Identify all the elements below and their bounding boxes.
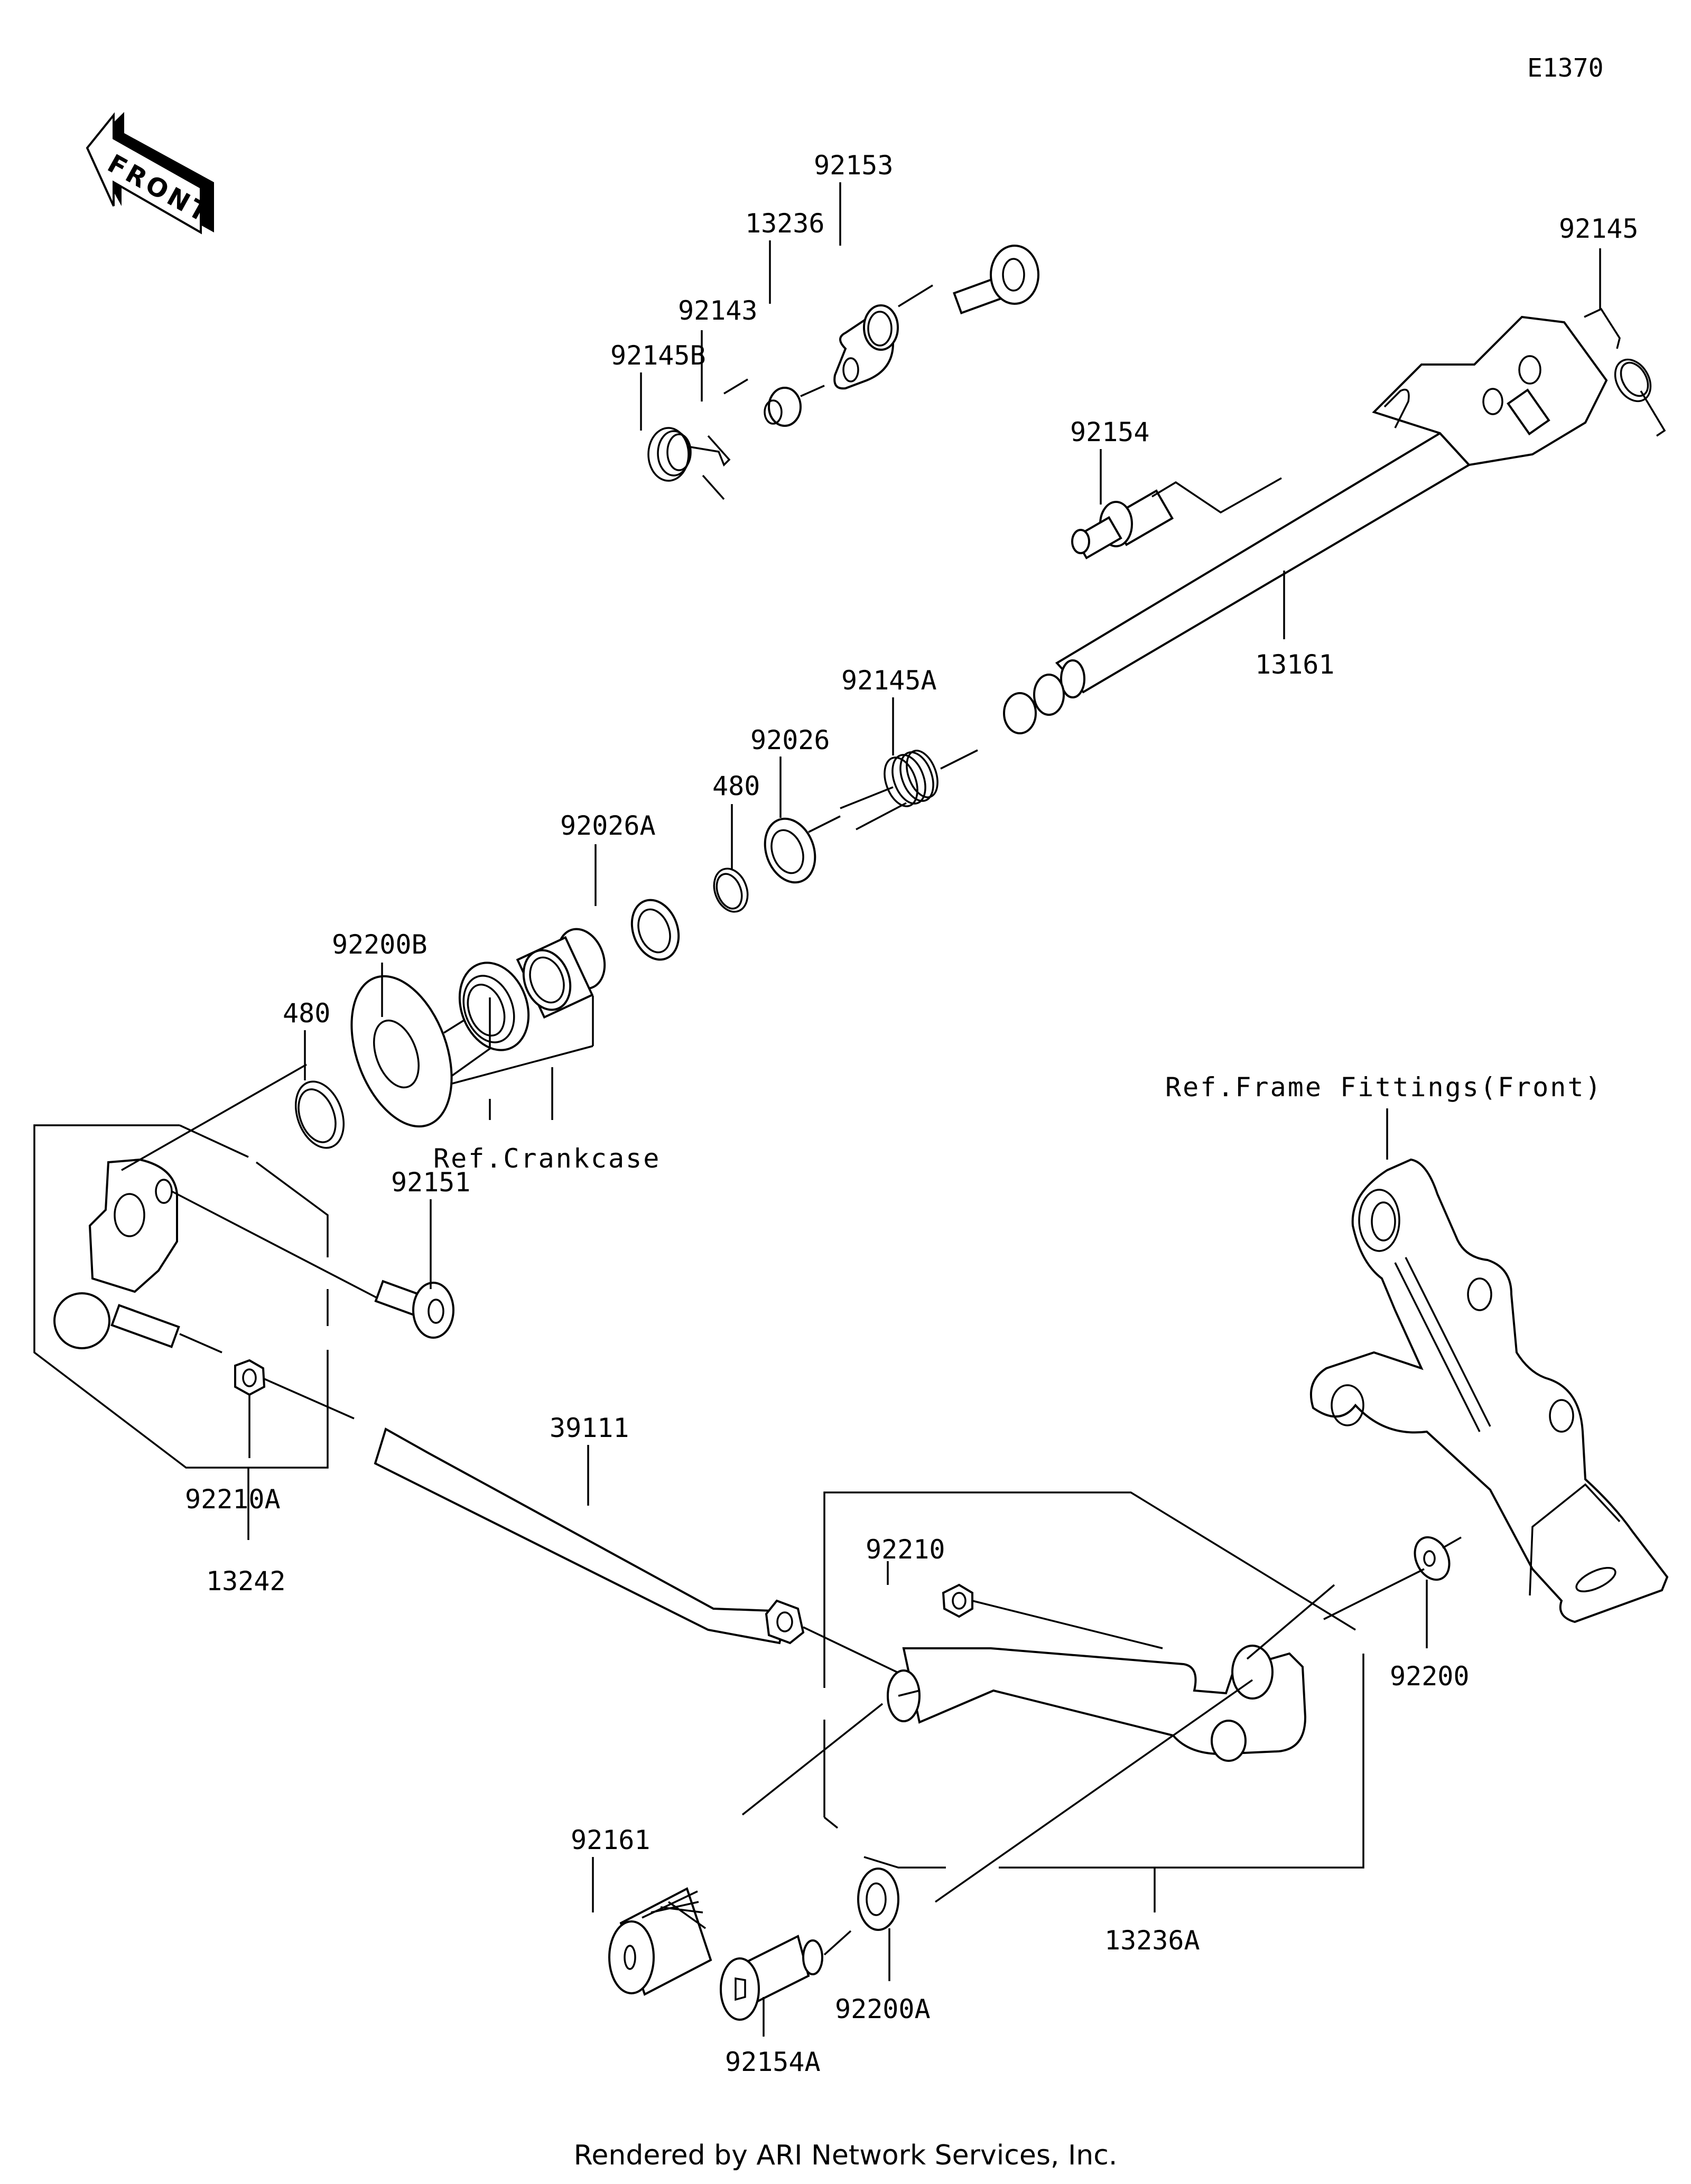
callout-92153: 92153 bbox=[814, 150, 894, 181]
part-shift-pedal bbox=[887, 1645, 1307, 1762]
callout-92200B: 92200B bbox=[332, 929, 428, 960]
callout-480-lower: 480 bbox=[283, 998, 330, 1029]
part-oil-seal bbox=[443, 962, 530, 1051]
callout-92151: 92151 bbox=[391, 1167, 471, 1198]
part-frame-fitting-front bbox=[1309, 1158, 1669, 1623]
part-92154A-pivot-bolt bbox=[720, 1935, 823, 2021]
front-arrow-icon: FRONT bbox=[86, 112, 216, 235]
callout-92145: 92145 bbox=[1559, 213, 1639, 244]
callout-480-upper: 480 bbox=[712, 771, 760, 801]
callout-92161: 92161 bbox=[571, 1825, 651, 1855]
render-credit: Rendered by ARI Network Services, Inc. bbox=[573, 2140, 1118, 2171]
part-13236-lever bbox=[833, 304, 899, 390]
part-92151-bolt bbox=[374, 1280, 454, 1339]
part-92154-bolt bbox=[1071, 489, 1174, 559]
part-480-circlip-lower bbox=[294, 1080, 345, 1149]
callout-39111: 39111 bbox=[550, 1413, 629, 1443]
part-92143-collar bbox=[764, 387, 802, 427]
part-92161-footpeg-rubber bbox=[608, 1887, 712, 1996]
part-needle-bearing bbox=[516, 928, 606, 1019]
callout-92154A: 92154A bbox=[725, 2047, 821, 2077]
ref-crankcase-label: Ref.Crankcase bbox=[433, 1143, 661, 1174]
part-13242-shift-arm bbox=[53, 1158, 180, 1349]
part-92200B-washer bbox=[350, 975, 453, 1128]
part-480-circlip-upper bbox=[713, 867, 749, 913]
callout-92200A: 92200A bbox=[835, 1994, 931, 2024]
part-92145B-spring bbox=[647, 427, 731, 500]
part-92153-bolt bbox=[898, 245, 1039, 315]
callout-13236A: 13236A bbox=[1104, 1925, 1200, 1956]
callout-92154: 92154 bbox=[1070, 417, 1150, 447]
assembly-bracket-13236A bbox=[823, 1491, 1356, 1688]
part-92210-nut bbox=[942, 1583, 973, 1618]
part-92200-washer bbox=[1414, 1536, 1451, 1581]
part-92145A-spring bbox=[840, 749, 978, 830]
ref-frame-fittings-label: Ref.Frame Fittings(Front) bbox=[1165, 1072, 1603, 1103]
callout-92145B: 92145B bbox=[610, 340, 706, 371]
part-92026-washer bbox=[764, 815, 841, 884]
callout-92145A: 92145A bbox=[841, 665, 937, 696]
callout-92026A: 92026A bbox=[560, 810, 656, 841]
callout-13242: 13242 bbox=[206, 1566, 286, 1597]
callout-92200: 92200 bbox=[1390, 1661, 1470, 1692]
diagram-code: E1370 bbox=[1527, 53, 1604, 83]
part-39111-tie-rod bbox=[374, 1427, 805, 1645]
callout-92026: 92026 bbox=[750, 725, 830, 755]
callout-13161: 13161 bbox=[1255, 649, 1335, 680]
assembly-bracket-13242 bbox=[33, 1124, 329, 1469]
callout-92143: 92143 bbox=[678, 295, 758, 326]
part-92210A-nut bbox=[234, 1359, 266, 1396]
callout-92210: 92210 bbox=[866, 1534, 945, 1565]
callout-13236: 13236 bbox=[745, 208, 825, 239]
part-92026A-washer bbox=[630, 899, 680, 961]
callout-92210A: 92210A bbox=[185, 1484, 281, 1515]
part-92200A-washer bbox=[857, 1868, 899, 1931]
part-92145-spring bbox=[1584, 307, 1666, 437]
part-13161-shift-shaft bbox=[1003, 315, 1608, 734]
